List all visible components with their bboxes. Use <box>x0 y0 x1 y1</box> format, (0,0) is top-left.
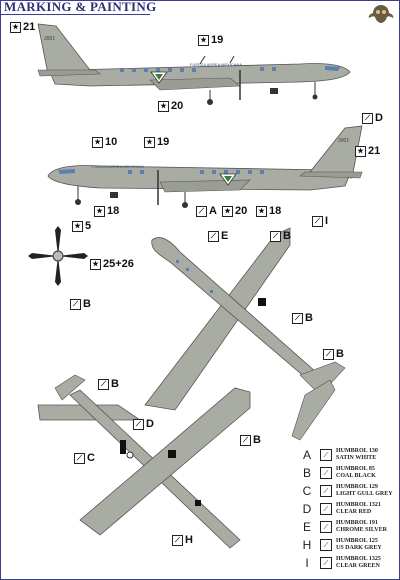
callout-A: ⟋A <box>196 205 217 217</box>
callout-19: ★19 <box>198 34 223 46</box>
callout-B-top1: ⟋B <box>270 230 291 242</box>
callout-20b: ★20 <box>222 205 247 217</box>
callout-B-top2: ⟋B <box>292 312 313 324</box>
swatch-icon: ⟋ <box>320 539 332 551</box>
swatch-icon: ⟋ <box>320 467 332 479</box>
callout-25-26: ★25+26 <box>90 258 134 270</box>
swatch-icon: ⟋ <box>320 485 332 497</box>
side-view-left <box>47 125 363 208</box>
header-underline <box>0 14 150 15</box>
tail-number-side2: 3901 <box>338 138 349 144</box>
callout-18b: ★18 <box>256 205 281 217</box>
callout-5: ★5 <box>72 220 91 232</box>
side-view-right <box>37 23 351 105</box>
tail-number-side1: 3901 <box>44 36 55 42</box>
callout-B-bottom2: ⟋B <box>240 434 261 446</box>
swatch-icon: ⟋ <box>320 521 332 533</box>
callout-21: ★21 <box>10 21 35 33</box>
bottom-view <box>37 374 251 549</box>
swatch-icon: ⟋ <box>320 503 332 515</box>
callout-10: ★10 <box>92 136 117 148</box>
callout-20: ★20 <box>158 100 183 112</box>
propeller-detail <box>28 226 88 286</box>
swatch-icon: ⟋ <box>320 449 332 461</box>
callout-I: ⟋I <box>312 215 328 227</box>
side-text-side2: FUERZA AEREA MEXICANA <box>92 164 144 169</box>
callout-21b: ★21 <box>355 145 380 157</box>
page-title: MARKING & PAINTING <box>4 0 157 14</box>
callout-B-top3: ⟋B <box>323 348 344 360</box>
callout-B-prop: ⟋B <box>70 298 91 310</box>
callout-H: ⟋H <box>172 534 193 546</box>
callout-D-bottom: ⟋D <box>133 418 154 430</box>
swatch-icon: ⟋ <box>320 557 332 569</box>
top-view <box>144 227 346 441</box>
owl-logo-icon <box>368 5 394 23</box>
callout-E: ⟋E <box>208 230 228 242</box>
side-text-side1: FUERZA AEREA MEXICANA <box>190 62 242 67</box>
callout-D: ⟋D <box>362 112 383 124</box>
callout-C: ⟋C <box>74 452 95 464</box>
callout-B-bottom1: ⟋B <box>98 378 119 390</box>
callout-18a: ★18 <box>94 205 119 217</box>
callout-19b: ★19 <box>144 136 169 148</box>
